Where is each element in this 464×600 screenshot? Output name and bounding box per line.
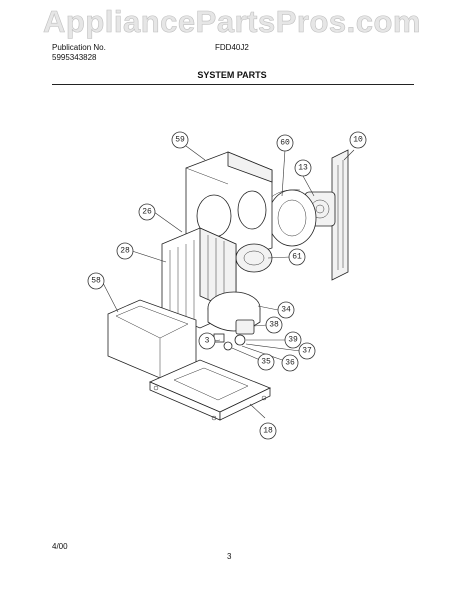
svg-text:28: 28 — [120, 247, 130, 256]
part-bracket-10 — [331, 149, 349, 281]
footer-date: 4/00 — [52, 542, 68, 551]
svg-text:34: 34 — [281, 306, 291, 315]
publication-info: Publication No. 5995343828 — [52, 43, 106, 63]
callout-59: 59 — [171, 131, 189, 149]
callout-28: 28 — [116, 242, 134, 260]
svg-text:18: 18 — [263, 427, 273, 436]
svg-text:3: 3 — [205, 337, 210, 346]
callout-39: 39 — [284, 331, 302, 349]
callout-37: 37 — [298, 342, 316, 360]
callout-60: 60 — [276, 134, 294, 152]
callout-13: 13 — [294, 159, 312, 177]
part-wheel-61 — [235, 243, 273, 273]
callout-10: 10 — [349, 131, 367, 149]
svg-text:61: 61 — [292, 253, 302, 262]
callout-58: 58 — [87, 272, 105, 290]
svg-text:37: 37 — [302, 347, 312, 356]
section-title: SYSTEM PARTS — [197, 70, 267, 80]
page-number: 3 — [227, 552, 232, 561]
part-base-18 — [148, 359, 271, 421]
svg-text:35: 35 — [261, 358, 271, 367]
svg-text:13: 13 — [298, 164, 308, 173]
callout-38: 38 — [265, 316, 283, 334]
svg-text:38: 38 — [269, 321, 279, 330]
svg-text:10: 10 — [353, 136, 363, 145]
part-small-components — [213, 319, 255, 351]
callout-26: 26 — [138, 203, 156, 221]
svg-text:26: 26 — [142, 208, 152, 217]
callout-18: 18 — [259, 422, 277, 440]
svg-text:60: 60 — [280, 139, 290, 148]
header-divider — [52, 84, 414, 85]
svg-text:59: 59 — [175, 136, 185, 145]
model-number: FDD40J2 — [215, 43, 249, 52]
publication-label: Publication No. — [52, 43, 106, 52]
callout-61: 61 — [288, 248, 306, 266]
callout-34: 34 — [277, 301, 295, 319]
publication-number: 5995343828 — [52, 53, 97, 62]
callout-35: 35 — [257, 353, 275, 371]
svg-text:58: 58 — [91, 277, 101, 286]
callout-36: 36 — [281, 354, 299, 372]
callout-3: 3 — [198, 332, 216, 350]
svg-text:36: 36 — [285, 359, 295, 368]
watermark-logo: AppliancePartsPros.com — [43, 4, 421, 40]
part-blower-60 — [267, 189, 317, 247]
svg-text:39: 39 — [288, 336, 298, 345]
